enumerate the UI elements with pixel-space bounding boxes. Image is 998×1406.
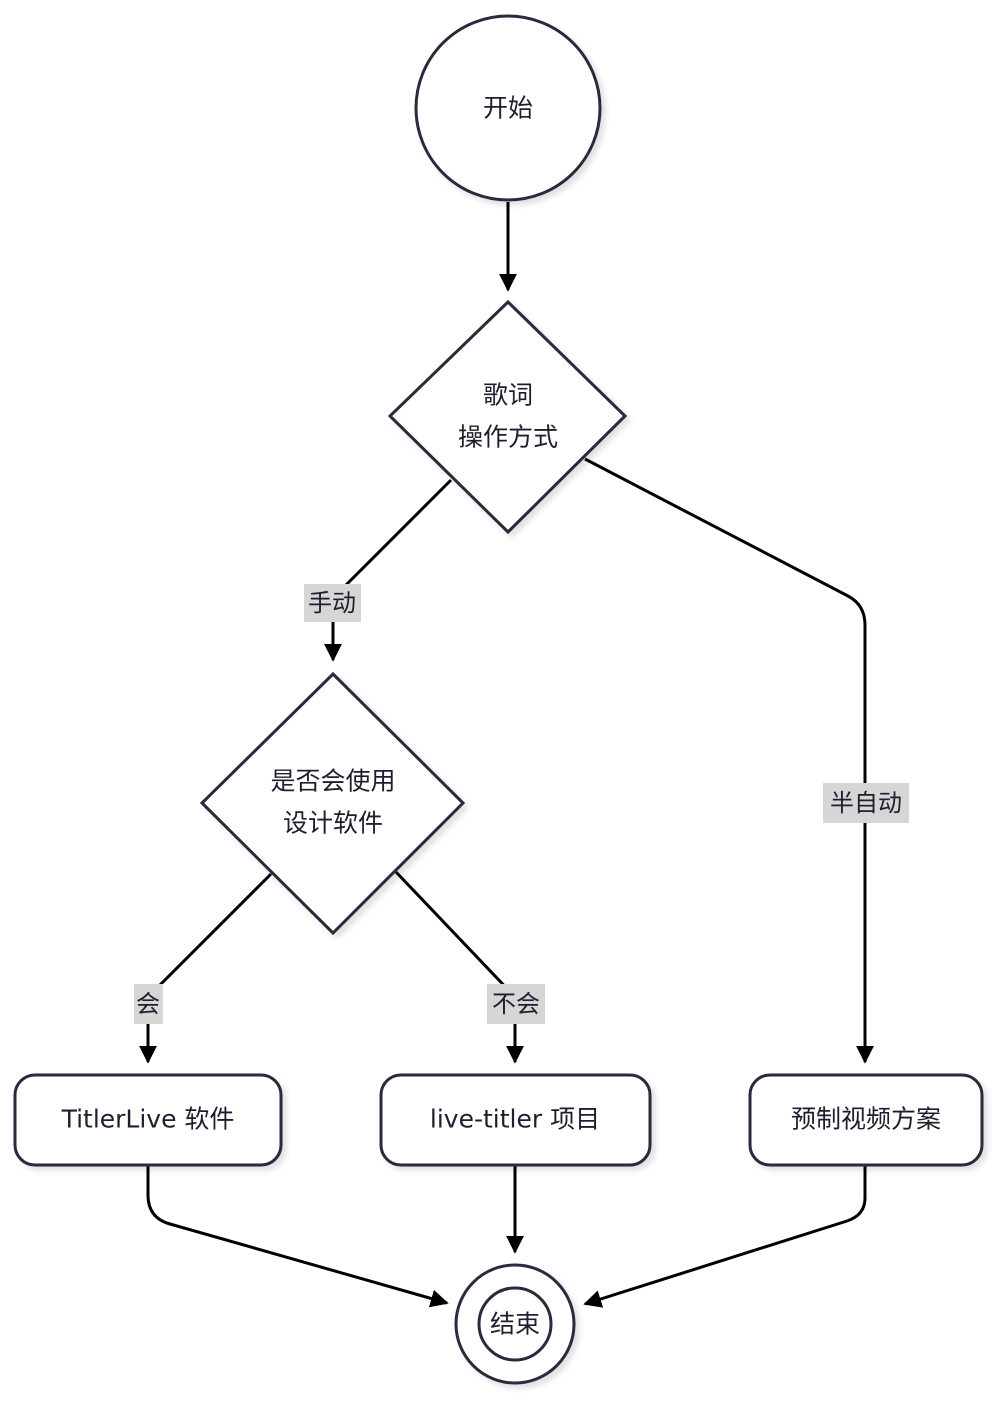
edge-label-manual-text: 手动 — [308, 589, 356, 617]
edge-design-to-titlerlive-yes — [139, 872, 273, 1064]
process-live-titler-label: live-titler 项目 — [430, 1105, 600, 1134]
edge-label-manual: 手动 — [304, 584, 361, 622]
edge-lyrics-to-prerecorded-semiauto — [584, 457, 874, 1064]
end-node-label: 结束 — [490, 1310, 540, 1339]
end-node: 结束 — [454, 1263, 576, 1385]
decision-design-software: 是否会使用 设计软件 — [199, 671, 466, 936]
process-titlerlive-label: TitlerLive 软件 — [61, 1105, 235, 1134]
edge-label-semi-auto: 半自动 — [823, 783, 909, 823]
decision-lyrics-label-line1: 歌词 — [483, 381, 533, 410]
decision-design-label-line1: 是否会使用 — [270, 767, 395, 796]
edge-label-no: 不会 — [487, 984, 545, 1024]
start-node: 开始 — [414, 14, 602, 202]
edge-label-no-text: 不会 — [492, 990, 540, 1018]
edge-titlerlive-to-end — [146, 1166, 449, 1308]
edge-label-yes-text: 会 — [136, 990, 160, 1018]
decision-lyrics-label-line2: 操作方式 — [458, 423, 558, 452]
edge-label-semi-auto-text: 半自动 — [830, 789, 902, 817]
edge-label-yes: 会 — [134, 984, 163, 1024]
decision-lyrics-mode: 歌词 操作方式 — [387, 299, 628, 535]
edge-lyrics-to-design-manual — [324, 478, 453, 662]
process-prerecorded-label: 预制视频方案 — [791, 1105, 941, 1134]
start-node-label: 开始 — [483, 94, 533, 123]
edge-prerecorded-to-end — [583, 1166, 867, 1308]
process-prerecorded-video: 预制视频方案 — [748, 1073, 984, 1167]
process-titlerlive: TitlerLive 软件 — [13, 1073, 283, 1167]
process-live-titler: live-titler 项目 — [379, 1073, 652, 1167]
edge-design-to-livetitler-no — [394, 870, 524, 1064]
decision-design-label-line2: 设计软件 — [283, 809, 383, 838]
